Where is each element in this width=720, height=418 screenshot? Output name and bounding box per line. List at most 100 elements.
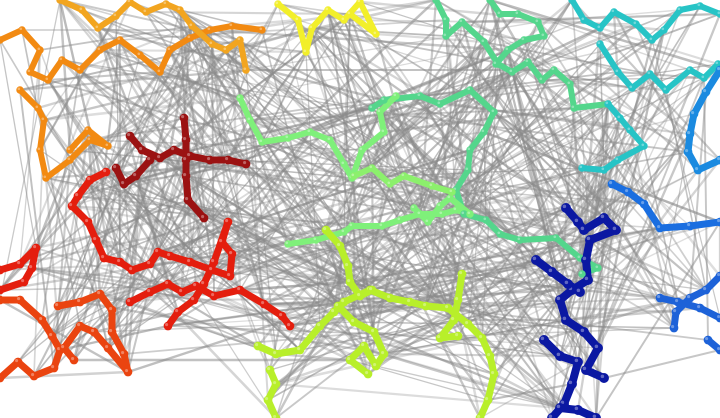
contact-edge <box>611 183 707 291</box>
contact-edge <box>149 159 189 201</box>
contact-edge <box>130 268 260 348</box>
contact-edge <box>0 370 130 380</box>
residue-highlight <box>483 217 487 221</box>
contact-edge <box>314 238 412 304</box>
residue-node <box>623 187 633 197</box>
residue-highlight <box>487 353 491 357</box>
residue-highlight <box>437 203 441 207</box>
residue-highlight <box>663 87 667 91</box>
contact-edge <box>375 365 561 409</box>
residue-node <box>86 136 94 144</box>
contact-edge <box>231 253 351 361</box>
contact-edge <box>36 106 170 286</box>
residue-highlight <box>661 27 665 31</box>
contact-edge <box>628 38 654 132</box>
contact-edge <box>96 26 192 264</box>
contact-edge <box>115 167 371 291</box>
residue-node <box>583 275 593 285</box>
residue-highlight <box>117 259 121 263</box>
residue-highlight <box>373 363 377 367</box>
residue-node <box>435 333 445 343</box>
residue-highlight <box>548 268 553 273</box>
residue-highlight <box>87 137 91 141</box>
residue-node <box>460 210 468 218</box>
residue-node <box>466 210 474 218</box>
residue-node <box>333 301 343 311</box>
residue-node <box>189 295 199 305</box>
residue-highlight <box>121 351 125 355</box>
residue-highlight <box>211 293 215 297</box>
contact-edge <box>58 0 186 120</box>
contact-edge <box>34 176 354 250</box>
contact-edge <box>585 77 705 371</box>
residue-highlight <box>445 305 449 309</box>
contact-edge <box>123 183 133 271</box>
residue-node <box>555 351 565 361</box>
contact-edge <box>149 3 279 293</box>
residue-node <box>165 251 175 261</box>
residue-node <box>685 221 695 231</box>
residue-highlight <box>429 183 433 187</box>
residue-highlight <box>423 303 427 307</box>
residue-node <box>56 0 64 4</box>
residue-node <box>483 395 493 405</box>
contact-edge <box>281 207 567 317</box>
residue-node <box>655 223 665 233</box>
residue-node <box>715 155 720 165</box>
residue-node <box>573 357 583 367</box>
residue-highlight <box>582 366 587 371</box>
contact-edge <box>461 21 537 261</box>
contact-edge <box>308 88 472 134</box>
residue-node <box>15 295 25 305</box>
residue-highlight <box>163 1 167 5</box>
contact-edge <box>389 183 613 299</box>
residue-node <box>561 203 571 213</box>
contact-edge <box>481 271 553 339</box>
contact-edge <box>186 198 346 304</box>
residue-highlight <box>401 173 405 177</box>
residue-node <box>145 259 155 269</box>
residue-highlight <box>201 215 205 219</box>
contact-edge <box>185 175 421 215</box>
contact-edge <box>128 36 192 138</box>
residue-node <box>477 333 487 343</box>
residue-highlight <box>127 0 131 3</box>
residue-highlight <box>317 323 321 327</box>
contact-edge <box>299 299 561 351</box>
contact-edge <box>510 70 678 314</box>
residue-highlight <box>35 105 39 109</box>
residue-highlight <box>139 147 143 151</box>
contact-edge <box>45 177 327 231</box>
residue-highlight <box>201 281 205 285</box>
contact-edge <box>370 40 486 170</box>
contact-edge <box>439 69 720 207</box>
residue-highlight <box>237 37 241 41</box>
contact-edge <box>129 117 185 137</box>
residue-node <box>326 136 334 144</box>
residue-highlight <box>147 289 151 293</box>
residue-highlight <box>39 317 43 321</box>
residue-highlight <box>633 21 637 25</box>
residue-node <box>591 413 601 418</box>
residue-node <box>199 213 209 223</box>
residue-highlight <box>481 129 485 133</box>
residue-node <box>416 210 424 218</box>
residue-node <box>604 100 612 108</box>
contact-edge <box>159 157 349 267</box>
contact-edge <box>23 239 97 283</box>
residue-highlight <box>675 299 679 303</box>
residue-node <box>442 32 450 40</box>
contact-edge <box>630 86 692 136</box>
residue-highlight <box>341 161 345 165</box>
contact-edge <box>425 169 699 307</box>
contact-edge <box>526 0 574 64</box>
residue-node <box>277 311 287 321</box>
residue-node <box>671 307 681 317</box>
residue-highlight <box>361 343 365 347</box>
contact-edge <box>41 69 81 321</box>
residue-node <box>432 0 440 4</box>
contact-edge <box>287 95 397 245</box>
residue-highlight <box>369 105 373 109</box>
contact-edge <box>482 130 720 224</box>
